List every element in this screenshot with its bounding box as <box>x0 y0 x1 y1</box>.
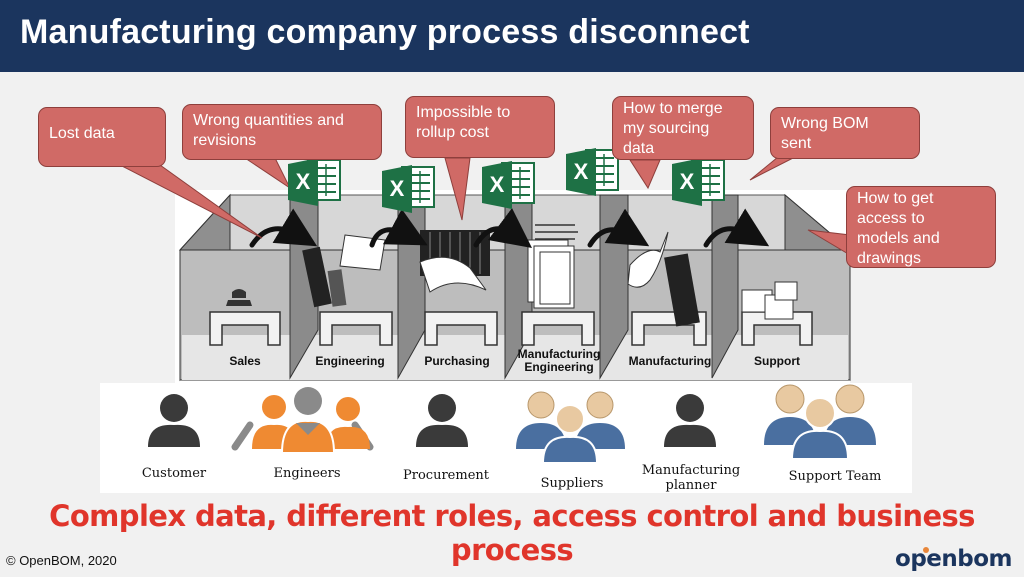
machine <box>664 253 700 327</box>
callout-text: Impossible to rollup cost <box>416 104 511 141</box>
cubicles-illustration: X <box>119 147 852 385</box>
group-icon <box>231 387 374 454</box>
department-label-manufacturing-engineering: Manufacturing Engineering <box>517 347 601 374</box>
callout-rollup-cost: Impossible to rollup cost <box>405 96 555 158</box>
spreadsheet-icon <box>287 157 341 207</box>
desk <box>521 311 595 346</box>
callout-wrong-quantities: Wrong quantities and revisions <box>182 104 382 160</box>
department-label-purchasing: Purchasing <box>424 354 490 368</box>
logo-dot <box>923 547 930 553</box>
callout-text: How to merge my sourcing data <box>623 100 723 157</box>
callout-merge-sourcing: How to merge my sourcing data <box>612 96 754 160</box>
desk <box>741 311 813 346</box>
openbom-logo: openbom <box>895 546 1012 574</box>
copyright: © OpenBOM, 2020 <box>6 553 117 568</box>
callout-text: Wrong quantities and revisions <box>193 112 344 149</box>
desk <box>424 311 498 346</box>
callout-pointer <box>243 157 292 190</box>
document-sheet <box>627 231 669 288</box>
callout-pointer <box>749 156 796 181</box>
group-icon <box>764 384 876 460</box>
role-label-engineers: Engineers <box>273 466 341 481</box>
spreadsheet-icon <box>481 160 535 210</box>
handoff-arrow <box>369 208 428 248</box>
role-label-manufacturing-planner: Manufacturing planner <box>641 463 741 493</box>
spreadsheet-icon <box>381 164 435 214</box>
department-label-engineering: Engineering <box>315 354 385 368</box>
handoff-arrow <box>249 208 318 248</box>
callout-pointer <box>629 159 661 190</box>
title-bar: Manufacturing company process disconnect <box>0 0 1024 72</box>
tagline: Complex data, different roles, access co… <box>49 499 975 567</box>
slide-title: Manufacturing company process disconnect <box>20 13 750 51</box>
callout-text: Wrong BOM sent <box>781 115 869 152</box>
group-icon <box>516 391 625 464</box>
role-label-procurement: Procurement <box>403 468 489 483</box>
desk <box>319 311 393 346</box>
person-icon <box>148 394 200 447</box>
callout-lost-data: Lost data <box>38 107 166 167</box>
binder <box>302 246 332 308</box>
roles-panel: Customer Engineers Procurement Suppliers… <box>100 383 912 493</box>
department-label-sales: Sales <box>229 354 261 368</box>
callout-wrong-bom: Wrong BOM sent <box>770 107 920 159</box>
paper-stack <box>527 239 575 309</box>
callout-text: How to get access to models and drawings <box>857 190 940 267</box>
spreadsheet-icon <box>565 147 619 197</box>
process-diagram: X <box>0 72 1024 392</box>
handoff-arrow <box>473 208 533 248</box>
desk <box>209 311 281 346</box>
department-label-manufacturing: Manufacturing <box>628 354 712 368</box>
spreadsheet-icon <box>671 157 725 207</box>
logo-text: openbom <box>895 546 1012 572</box>
handoff-arrow <box>587 208 650 248</box>
roles-icons <box>148 384 876 464</box>
telephone-icon <box>226 289 252 306</box>
role-label-suppliers: Suppliers <box>540 476 604 491</box>
callout-access-models: How to get access to models and drawings <box>846 186 996 268</box>
role-label-customer: Customer <box>141 466 207 481</box>
boxes <box>741 281 798 320</box>
person-icon <box>416 394 468 447</box>
department-label-support: Support <box>754 354 800 368</box>
person-icon <box>664 394 716 447</box>
role-label-support-team: Support Team <box>788 469 882 484</box>
handoff-arrow <box>703 208 770 248</box>
callout-pointer <box>444 157 471 221</box>
callout-text: Lost data <box>49 125 115 142</box>
